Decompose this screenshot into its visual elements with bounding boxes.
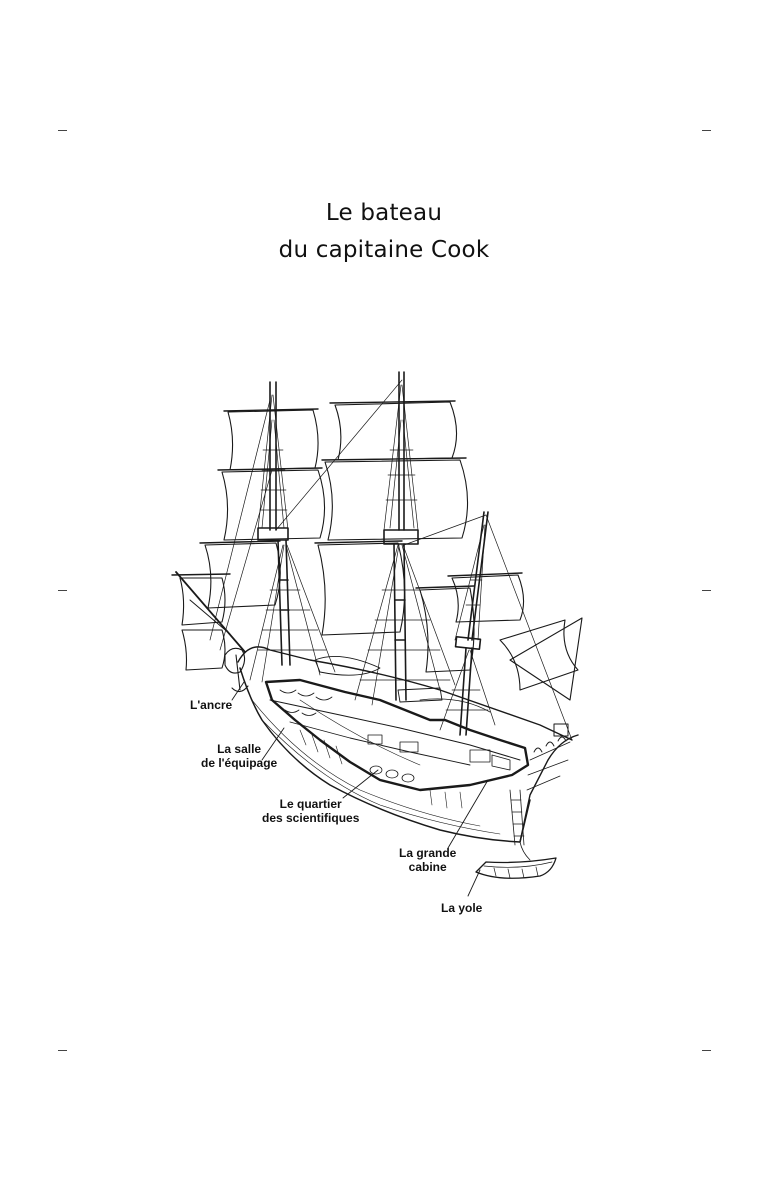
crop-mark-bottom-left: [58, 1050, 67, 1051]
hull: [175, 571, 579, 846]
crop-mark-top-right: [702, 130, 711, 131]
label-yole: La yole: [441, 901, 483, 915]
crop-mark-top-left: [58, 130, 67, 131]
label-salle-equipage: La salle de l'équipage: [201, 742, 278, 770]
leader-lines: [231, 681, 489, 897]
rigging: [209, 379, 573, 741]
label-grande-cabine: La grande cabine: [399, 846, 457, 874]
label-quartier-scientifiques: Le quartier des scientifiques: [262, 797, 360, 825]
cutaway-interior: [264, 678, 530, 809]
yawl-boat: [475, 841, 557, 879]
crop-mark-bottom-right: [702, 1050, 711, 1051]
yards: [171, 400, 523, 589]
label-ancre: L'ancre: [190, 698, 233, 712]
page-title-line-2: du capitaine Cook: [278, 237, 490, 263]
sails: [179, 401, 583, 701]
page-title: Le bateau du capitaine Cook: [0, 195, 768, 269]
crop-mark-mid-right: [702, 590, 711, 591]
page-title-line-1: Le bateau: [325, 200, 443, 226]
crop-mark-mid-left: [58, 590, 67, 591]
